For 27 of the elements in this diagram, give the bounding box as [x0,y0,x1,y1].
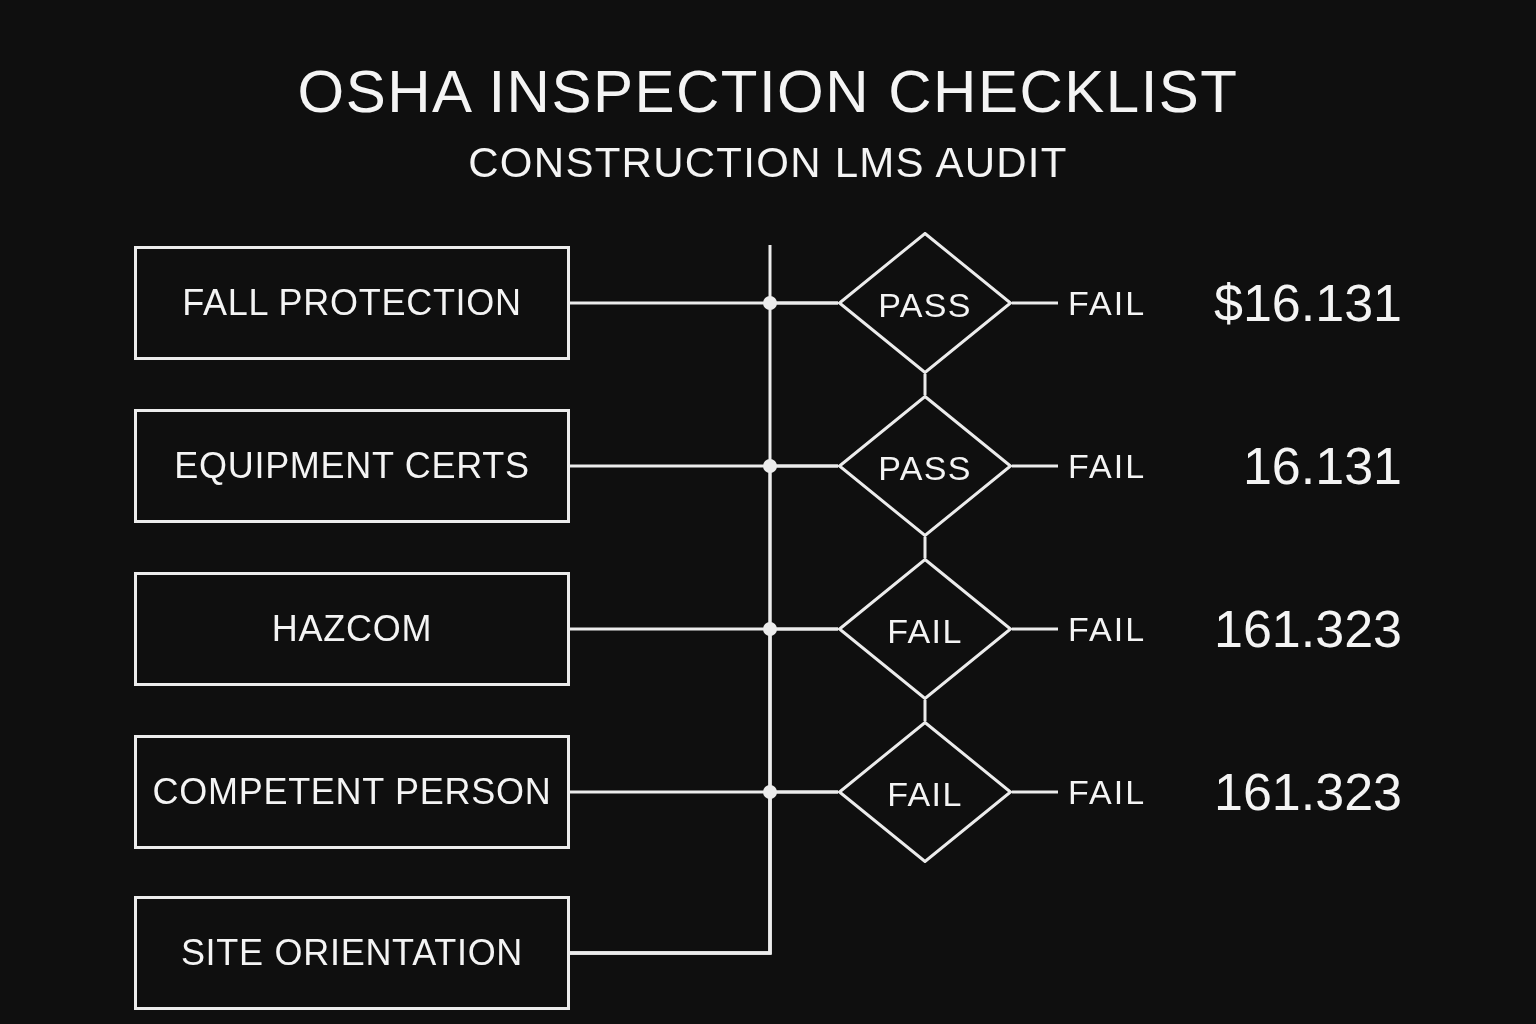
amount-value: $16.131 [1214,277,1402,329]
connector-line [1012,464,1058,468]
connector-line [570,790,838,955]
result-label: FAIL [1068,607,1147,651]
checklist-box: SITE ORIENTATION [134,896,570,1010]
decision-label: PASS [878,451,972,485]
result-label: FAIL [1068,281,1147,325]
result-label: FAIL [1068,770,1147,814]
decision-label: FAIL [887,614,963,648]
connector-line [923,374,927,395]
connector-line [923,700,927,721]
checklist-box: HAZCOM [134,572,570,686]
subtitle: CONSTRUCTION LMS AUDIT [468,142,1068,184]
connector-line [1012,301,1058,305]
connector-line [1012,627,1058,631]
decision-label: FAIL [887,777,963,811]
decision-label: PASS [878,288,972,322]
title: OSHA INSPECTION CHECKLIST [297,62,1239,122]
amount-value: 161.323 [1214,766,1402,818]
amount-value: 161.323 [1214,603,1402,655]
result-label: FAIL [1068,444,1147,488]
amount-value: 16.131 [1242,440,1402,492]
checklist-box: FALL PROTECTION [134,246,570,360]
connector-line [923,537,927,558]
checklist-box: COMPETENT PERSON [134,735,570,849]
connector-line [1012,790,1058,794]
checklist-box: EQUIPMENT CERTS [134,409,570,523]
